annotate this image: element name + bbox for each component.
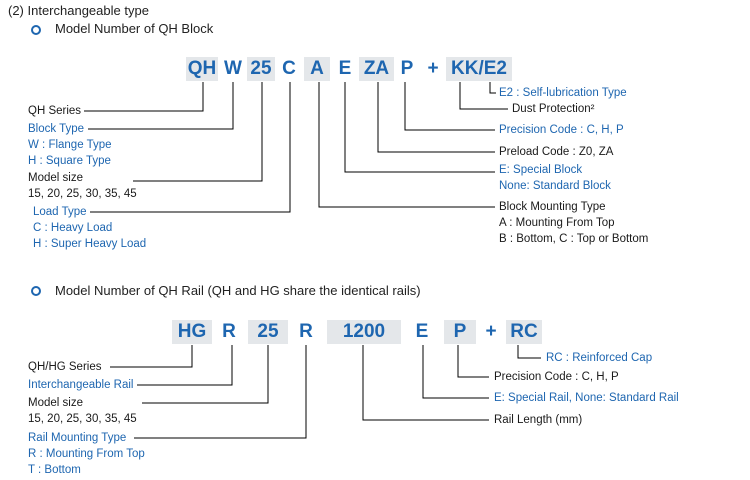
rail-code-mounting: R	[299, 321, 313, 342]
label-line: Precision Code : C, H, P	[494, 371, 619, 383]
label-line: H : Square Type	[28, 155, 111, 167]
block-subtitle: Model Number of QH Block	[55, 21, 214, 36]
rail-label-rc: RC : Reinforced Cap	[546, 350, 652, 366]
rail-code-length: 1200	[327, 320, 401, 344]
label-line: B : Bottom, C : Top or Bottom	[499, 233, 649, 245]
block-label-size: Model size 15, 20, 25, 30, 35, 45	[28, 170, 137, 202]
rail-label-interchangeable: Interchangeable Rail	[28, 377, 134, 393]
bullet-icon	[31, 25, 41, 35]
block-label-preload: Preload Code : Z0, ZA	[499, 144, 613, 160]
label-line: Rail Mounting Type	[28, 432, 127, 444]
block-code-special: E	[338, 58, 352, 79]
block-code-size: 25	[247, 57, 275, 81]
block-code-accessory: KK/E2	[446, 57, 512, 81]
block-code-load: C	[282, 58, 296, 79]
block-label-type: Block Type W : Flange Type H : Square Ty…	[28, 121, 112, 169]
block-code-preload: ZA	[359, 57, 394, 81]
bullet-icon	[31, 286, 41, 296]
label-line: Model size	[28, 397, 83, 409]
rail-code-precision: P	[444, 320, 476, 344]
rail-label-length: Rail Length (mm)	[494, 412, 582, 428]
label-line: RC : Reinforced Cap	[546, 352, 653, 364]
label-line: Model size	[28, 172, 83, 184]
block-code-type: W	[224, 58, 242, 79]
rail-label-precision: Precision Code : C, H, P	[494, 369, 619, 385]
label-line: 15, 20, 25, 30, 35, 45	[28, 413, 137, 425]
label-line: Block Type	[28, 123, 85, 135]
rail-code-series: HG	[172, 320, 212, 344]
label-line: E2 : Self-lubrication Type	[499, 87, 627, 99]
label-line: E: Special Rail, None: Standard Rail	[494, 392, 679, 404]
rail-subtitle: Model Number of QH Rail (QH and HG share…	[55, 283, 421, 298]
block-code-plus: +	[427, 58, 439, 79]
label-line: QH Series	[28, 105, 82, 117]
label-line: Precision Code : C, H, P	[499, 124, 624, 136]
label-line: R : Mounting From Top	[28, 448, 145, 460]
block-label-dust: Dust Protection²	[512, 101, 594, 117]
block-label-mounting: Block Mounting Type A : Mounting From To…	[499, 199, 648, 247]
label-line: Load Type	[33, 206, 87, 218]
rail-code-plus: +	[485, 321, 497, 342]
label-line: Rail Length (mm)	[494, 414, 583, 426]
rail-label-series: QH/HG Series	[28, 359, 102, 375]
rail-code-size: 25	[248, 320, 288, 344]
label-line: T : Bottom	[28, 464, 81, 476]
label-line: C : Heavy Load	[33, 222, 113, 234]
block-label-series: QH Series	[28, 103, 81, 119]
block-label-load: Load Type C : Heavy Load H : Super Heavy…	[33, 204, 146, 252]
label-line: QH/HG Series	[28, 361, 102, 373]
label-line: Block Mounting Type	[499, 201, 606, 213]
label-line: H : Super Heavy Load	[33, 238, 147, 250]
rail-code-special: E	[415, 321, 429, 342]
label-line: Interchangeable Rail	[28, 379, 134, 391]
label-line: 15, 20, 25, 30, 35, 45	[28, 188, 137, 200]
rail-code-accessory: RC	[506, 320, 542, 344]
rail-label-special: E: Special Rail, None: Standard Rail	[494, 390, 679, 406]
block-code-mounting: A	[304, 57, 330, 81]
rail-label-mounting: Rail Mounting Type R : Mounting From Top…	[28, 430, 145, 478]
label-line: Dust Protection²	[512, 103, 595, 115]
label-line: W : Flange Type	[28, 139, 112, 151]
block-label-precision: Precision Code : C, H, P	[499, 122, 624, 138]
section-title: (2) Interchangeable type	[8, 3, 149, 18]
label-line: None: Standard Block	[499, 180, 611, 192]
block-code-precision: P	[400, 58, 414, 79]
block-code-series: QH	[186, 57, 218, 81]
block-label-special: E: Special Block None: Standard Block	[499, 162, 611, 194]
label-line: A : Mounting From Top	[499, 217, 615, 229]
label-line: Preload Code : Z0, ZA	[499, 146, 614, 158]
label-line: E: Special Block	[499, 164, 583, 176]
rail-code-interchangeable: R	[222, 321, 236, 342]
block-label-e2: E2 : Self-lubrication Type	[499, 85, 627, 101]
rail-label-size: Model size 15, 20, 25, 30, 35, 45	[28, 395, 137, 427]
